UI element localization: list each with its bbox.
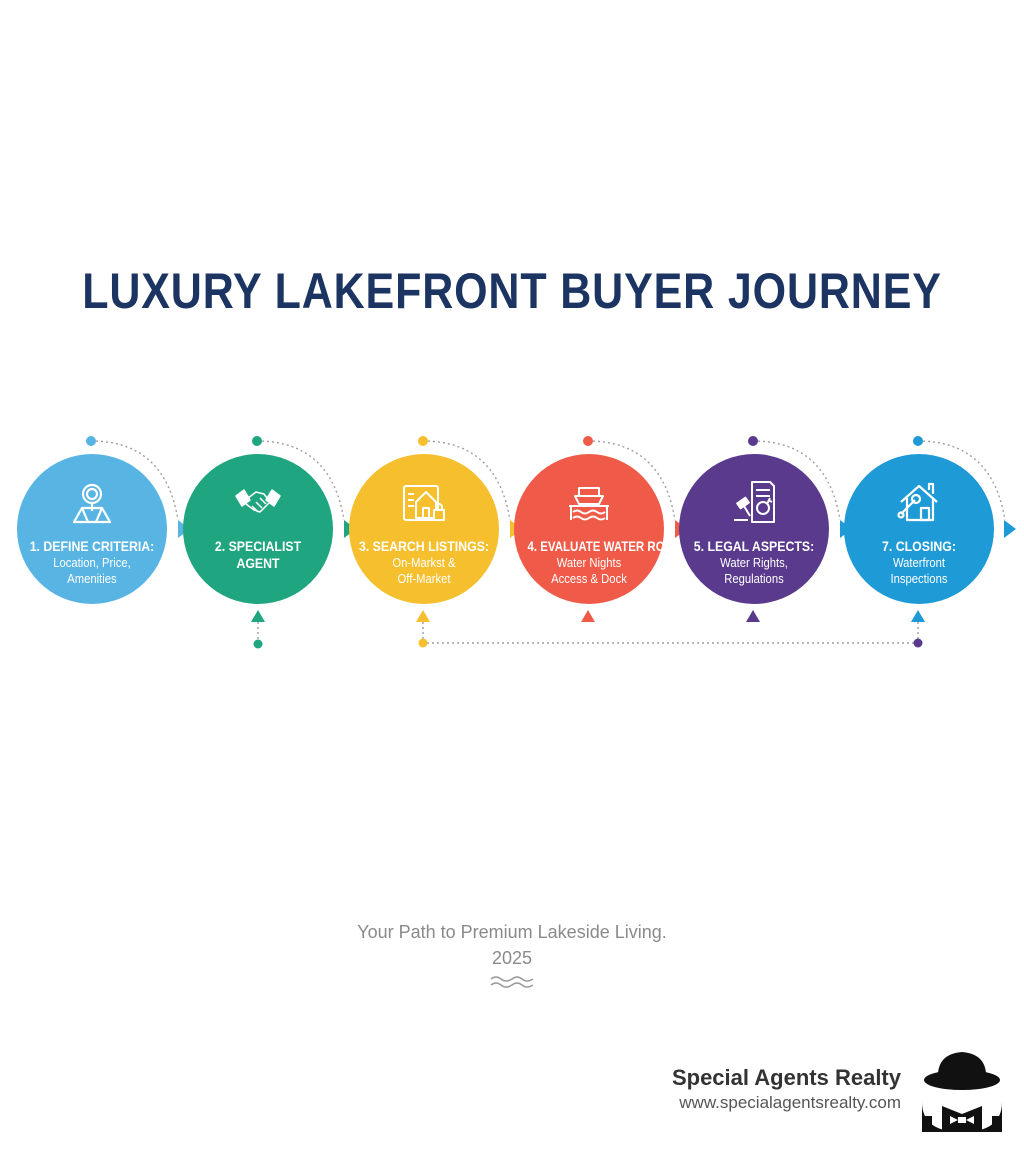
brand-block: Special Agents Realty www.specialagentsr… <box>672 1065 901 1113</box>
step-4-evaluate-waterfront: 4. EVALUATE WATER RONT: Water Nights Acc… <box>514 454 683 604</box>
step-closing-heading: 7. CLOSING: <box>882 538 956 554</box>
year: 2025 <box>491 948 533 968</box>
step-1-detail: Location, Price, Amenities <box>53 556 131 586</box>
tagline: Your Path to Premium Lakeside Living. <box>357 922 667 942</box>
handshake-icon <box>234 478 282 526</box>
agent-hat-logo-icon <box>922 1050 1002 1132</box>
journey-connectors <box>86 436 1016 649</box>
step-3-heading: 3. SEARCH LISTINGS: <box>358 538 490 554</box>
map-search-icon <box>68 478 116 526</box>
step-4-heading: 4. EVALUATE WATER RONT: <box>527 538 683 554</box>
house-wrench-icon <box>895 478 943 526</box>
house-listing-icon <box>400 478 448 526</box>
step-1-heading: 1. DEFINE CRITERIA: <box>29 538 155 554</box>
step-5-heading: 5. LEGAL ASPECTS: <box>693 538 815 554</box>
step-2-heading: 2. SPECIALIST AGENT <box>210 538 307 572</box>
dock-icon <box>565 478 613 526</box>
legal-document-icon <box>730 478 778 526</box>
step-closing-detail: Waterfront Inspections <box>890 556 948 586</box>
step-5-detail: Water Rights, Regulations <box>720 556 788 586</box>
waves-icon <box>490 976 534 988</box>
step-2-specialist-agent: 2. SPECIALIST AGENT <box>183 454 333 604</box>
step-closing: 7. CLOSING: Waterfront Inspections <box>844 454 994 604</box>
page-title: LUXURY LAKEFRONT BUYER JOURNEY <box>82 263 942 319</box>
step-5-legal-aspects: 5. LEGAL ASPECTS: Water Rights, Regulati… <box>679 454 829 604</box>
step-1-define-criteria: 1. DEFINE CRITERIA: Location, Price, Ame… <box>17 454 167 604</box>
brand-name: Special Agents Realty <box>671 1065 901 1090</box>
step-2-heading-text: 2. SPECIALIST AGENT <box>214 538 302 571</box>
brand-url: www.specialagentsrealty.com <box>679 1093 901 1112</box>
step-4-detail: Water Nights Access & Dock <box>551 556 627 586</box>
step-3-detail: On-Markst & Off-Market <box>392 556 456 586</box>
step-3-search-listings: 3. SEARCH LISTINGS: On-Markst & Off-Mark… <box>349 454 499 604</box>
